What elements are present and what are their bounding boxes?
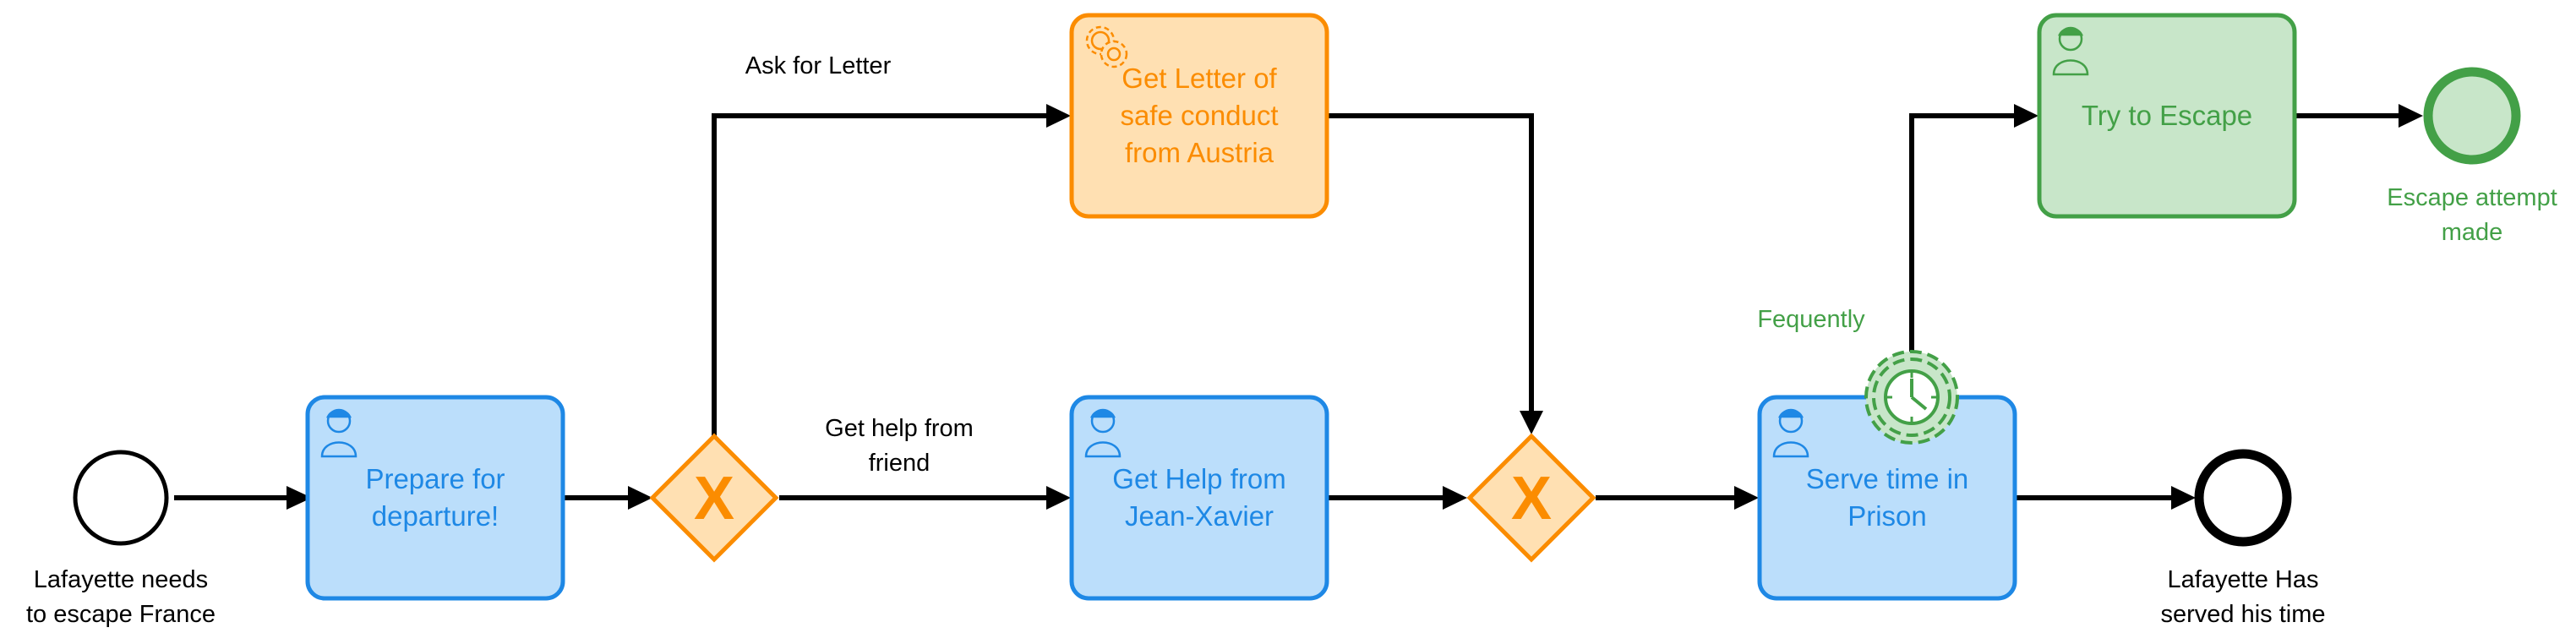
flow-timer-to-escape[interactable]: [1909, 113, 2017, 352]
end-event-escape[interactable]: [2423, 67, 2521, 165]
task-prison-label-line1: Serve time in: [1806, 463, 1969, 494]
exclusive-gateway-merge[interactable]: X: [1466, 433, 1596, 563]
end-event-escape-label-line2: made: [2442, 219, 2503, 246]
arrowhead-merge-left: [1443, 486, 1467, 510]
flow-label-timer: Fequently: [1757, 306, 1865, 333]
end-event-escape-label-line1: Escape attempt: [2387, 184, 2557, 211]
start-event-label-line2: to escape France: [26, 601, 216, 628]
task-letter-label-line1: Get Letter of: [1122, 63, 1277, 94]
arrowhead-split: [628, 486, 652, 510]
arrowhead-merge-top: [1520, 411, 1543, 434]
task-escape-label: Try to Escape: [2082, 100, 2252, 131]
task-help[interactable]: Get Help from Jean-Xavier: [1069, 395, 1329, 601]
flow-label-help-friend-line1: Get help from: [825, 415, 974, 442]
task-escape[interactable]: Try to Escape: [2037, 13, 2297, 219]
arrowhead-prison: [1734, 486, 1759, 510]
arrowhead-prepare-tip: [287, 486, 312, 510]
start-event[interactable]: [73, 450, 169, 546]
flow-label-ask-letter: Ask for Letter: [745, 52, 892, 79]
task-help-label-line2: Jean-Xavier: [1125, 500, 1274, 532]
task-letter-label-line3: from Austria: [1125, 137, 1274, 168]
gateway-merge-marker: X: [1511, 465, 1552, 532]
arrowhead-letter: [1046, 104, 1071, 128]
flow-label-help-friend-line2: friend: [869, 450, 931, 477]
task-prison-label-line2: Prison: [1847, 500, 1927, 532]
flow-letter-to-merge[interactable]: [1327, 113, 1534, 412]
clock-icon: [1884, 369, 1940, 425]
start-event-label-line1: Lafayette needs: [34, 566, 208, 593]
end-event-prison-label-line2: served his time: [2160, 601, 2325, 628]
user-icon: [1772, 408, 1809, 458]
task-prison[interactable]: Serve time in Prison: [1757, 395, 2017, 601]
task-letter-label-line2: safe conduct: [1120, 100, 1278, 131]
task-prepare-label-line1: Prepare for: [365, 463, 505, 494]
gateway-split-marker: X: [694, 465, 734, 532]
gear-icon: [1085, 25, 1128, 68]
end-event-prison[interactable]: [2194, 449, 2292, 547]
task-letter[interactable]: Get Letter of safe conduct from Austria: [1069, 13, 1329, 219]
boundary-timer-event[interactable]: [1864, 350, 1959, 445]
user-icon: [1084, 408, 1122, 458]
arrowhead-end: [2171, 486, 2196, 510]
user-icon: [320, 408, 357, 458]
user-icon: [2052, 26, 2089, 76]
arrowhead-help: [1046, 486, 1071, 510]
arrowhead-escape: [2014, 104, 2038, 128]
arrowhead-escape-end: [2399, 104, 2423, 128]
exclusive-gateway-split[interactable]: X: [649, 433, 779, 563]
task-prepare[interactable]: Prepare for departure!: [305, 395, 565, 601]
end-event-prison-label-line1: Lafayette Has: [2168, 566, 2319, 593]
flow-split-to-letter[interactable]: [712, 113, 1048, 436]
task-prepare-label-line2: departure!: [372, 500, 499, 532]
task-help-label-line1: Get Help from: [1112, 463, 1285, 494]
